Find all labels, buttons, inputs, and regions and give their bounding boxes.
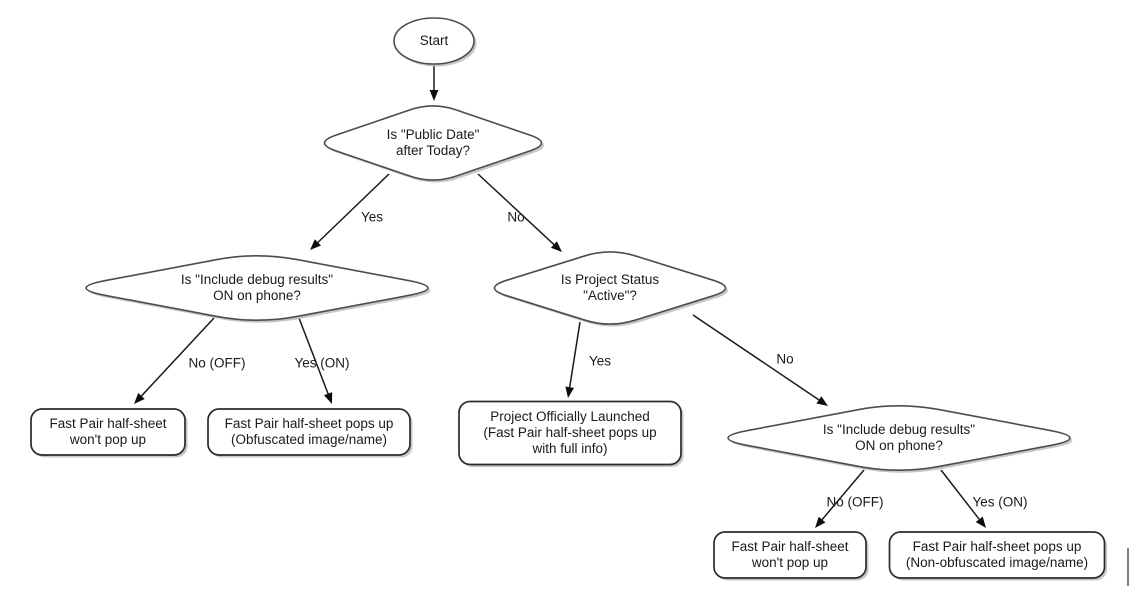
decision-diamond[interactable] bbox=[727, 404, 1071, 472]
edge-debug-left-no-off: No (OFF) bbox=[134, 317, 246, 404]
terminal-box[interactable] bbox=[30, 408, 186, 456]
node-start[interactable]: Start bbox=[393, 17, 477, 67]
node-label-halfsheet-obfuscated: Fast Pair half-sheet pops up(Obfuscated … bbox=[225, 416, 394, 447]
edge-label-project-status-no: No bbox=[776, 352, 793, 367]
node-halfsheet-obfuscated[interactable]: Fast Pair half-sheet pops up(Obfuscated … bbox=[207, 408, 413, 458]
edge-label-debug-left-no-off: No (OFF) bbox=[189, 356, 246, 371]
node-debug-results-decision-left[interactable]: Is "Include debug results"ON on phone? bbox=[85, 254, 431, 323]
edge-start-to-public-date bbox=[429, 64, 439, 101]
edge-line bbox=[140, 317, 215, 397]
edge-line bbox=[298, 317, 329, 394]
edge-project-status-no: No bbox=[692, 314, 828, 406]
edge-debug-left-yes-on: Yes (ON) bbox=[294, 317, 350, 404]
edge-debug-right-yes-on: Yes (ON) bbox=[940, 469, 1028, 528]
edge-public-date-no: No bbox=[477, 173, 562, 252]
edge-label-project-status-yes: Yes bbox=[589, 354, 611, 369]
edge-arrowhead bbox=[429, 90, 439, 101]
edge-label-public-date-no: No bbox=[507, 210, 524, 225]
decision-diamond[interactable] bbox=[85, 254, 429, 322]
edge-line bbox=[821, 469, 865, 521]
terminal-box[interactable] bbox=[458, 400, 682, 466]
edge-debug-right-no-off: No (OFF) bbox=[815, 469, 884, 528]
edge-public-date-yes: Yes bbox=[310, 173, 390, 250]
edge-line bbox=[568, 321, 581, 388]
node-label-debug-results-decision-left: Is "Include debug results"ON on phone? bbox=[181, 272, 333, 303]
edge-label-debug-right-no-off: No (OFF) bbox=[827, 495, 884, 510]
edge-arrowhead bbox=[565, 386, 575, 398]
node-label-halfsheet-non-obfuscated: Fast Pair half-sheet pops up(Non-obfusca… bbox=[906, 539, 1088, 570]
edge-line bbox=[477, 173, 555, 246]
edge-label-public-date-yes: Yes bbox=[361, 210, 383, 225]
edge-arrowhead bbox=[310, 239, 321, 250]
node-label-debug-results-decision-right: Is "Include debug results"ON on phone? bbox=[823, 422, 975, 453]
terminal-box[interactable] bbox=[888, 531, 1106, 579]
terminal-box[interactable] bbox=[713, 531, 867, 579]
start-ellipse[interactable] bbox=[393, 17, 475, 65]
decision-diamond[interactable] bbox=[493, 251, 727, 325]
node-label-public-date-decision: Is "Public Date"after Today? bbox=[387, 127, 480, 158]
node-project-status-decision[interactable]: Is Project Status"Active"? bbox=[493, 251, 729, 327]
edge-arrowhead bbox=[550, 241, 562, 252]
edge-line bbox=[692, 314, 820, 401]
node-label-start: Start bbox=[420, 33, 449, 48]
node-label-project-launched: Project Officially Launched(Fast Pair ha… bbox=[483, 409, 656, 456]
node-halfsheet-non-obfuscated[interactable]: Fast Pair half-sheet pops up(Non-obfusca… bbox=[888, 531, 1108, 581]
node-label-project-status-decision: Is Project Status"Active"? bbox=[561, 272, 660, 303]
node-project-launched[interactable]: Project Officially Launched(Fast Pair ha… bbox=[458, 400, 684, 468]
edge-label-debug-right-yes-on: Yes (ON) bbox=[972, 495, 1027, 510]
edge-arrowhead bbox=[134, 392, 145, 404]
nodes-layer: Start Is "Public Date"after Today? Is "Inc… bbox=[30, 17, 1108, 581]
node-public-date-decision[interactable]: Is "Public Date"after Today? bbox=[323, 105, 544, 183]
edge-line bbox=[317, 173, 390, 243]
edge-project-status-yes: Yes bbox=[565, 321, 611, 398]
node-debug-results-decision-right[interactable]: Is "Include debug results"ON on phone? bbox=[727, 404, 1073, 473]
edge-label-debug-left-yes-on: Yes (ON) bbox=[294, 356, 349, 371]
edge-arrowhead bbox=[816, 396, 828, 406]
edge-arrowhead bbox=[323, 392, 333, 404]
terminal-box[interactable] bbox=[207, 408, 411, 456]
edge-arrowhead bbox=[975, 516, 986, 528]
edge-line bbox=[940, 469, 980, 520]
edge-arrowhead bbox=[815, 516, 826, 528]
decision-diamond[interactable] bbox=[323, 105, 543, 181]
